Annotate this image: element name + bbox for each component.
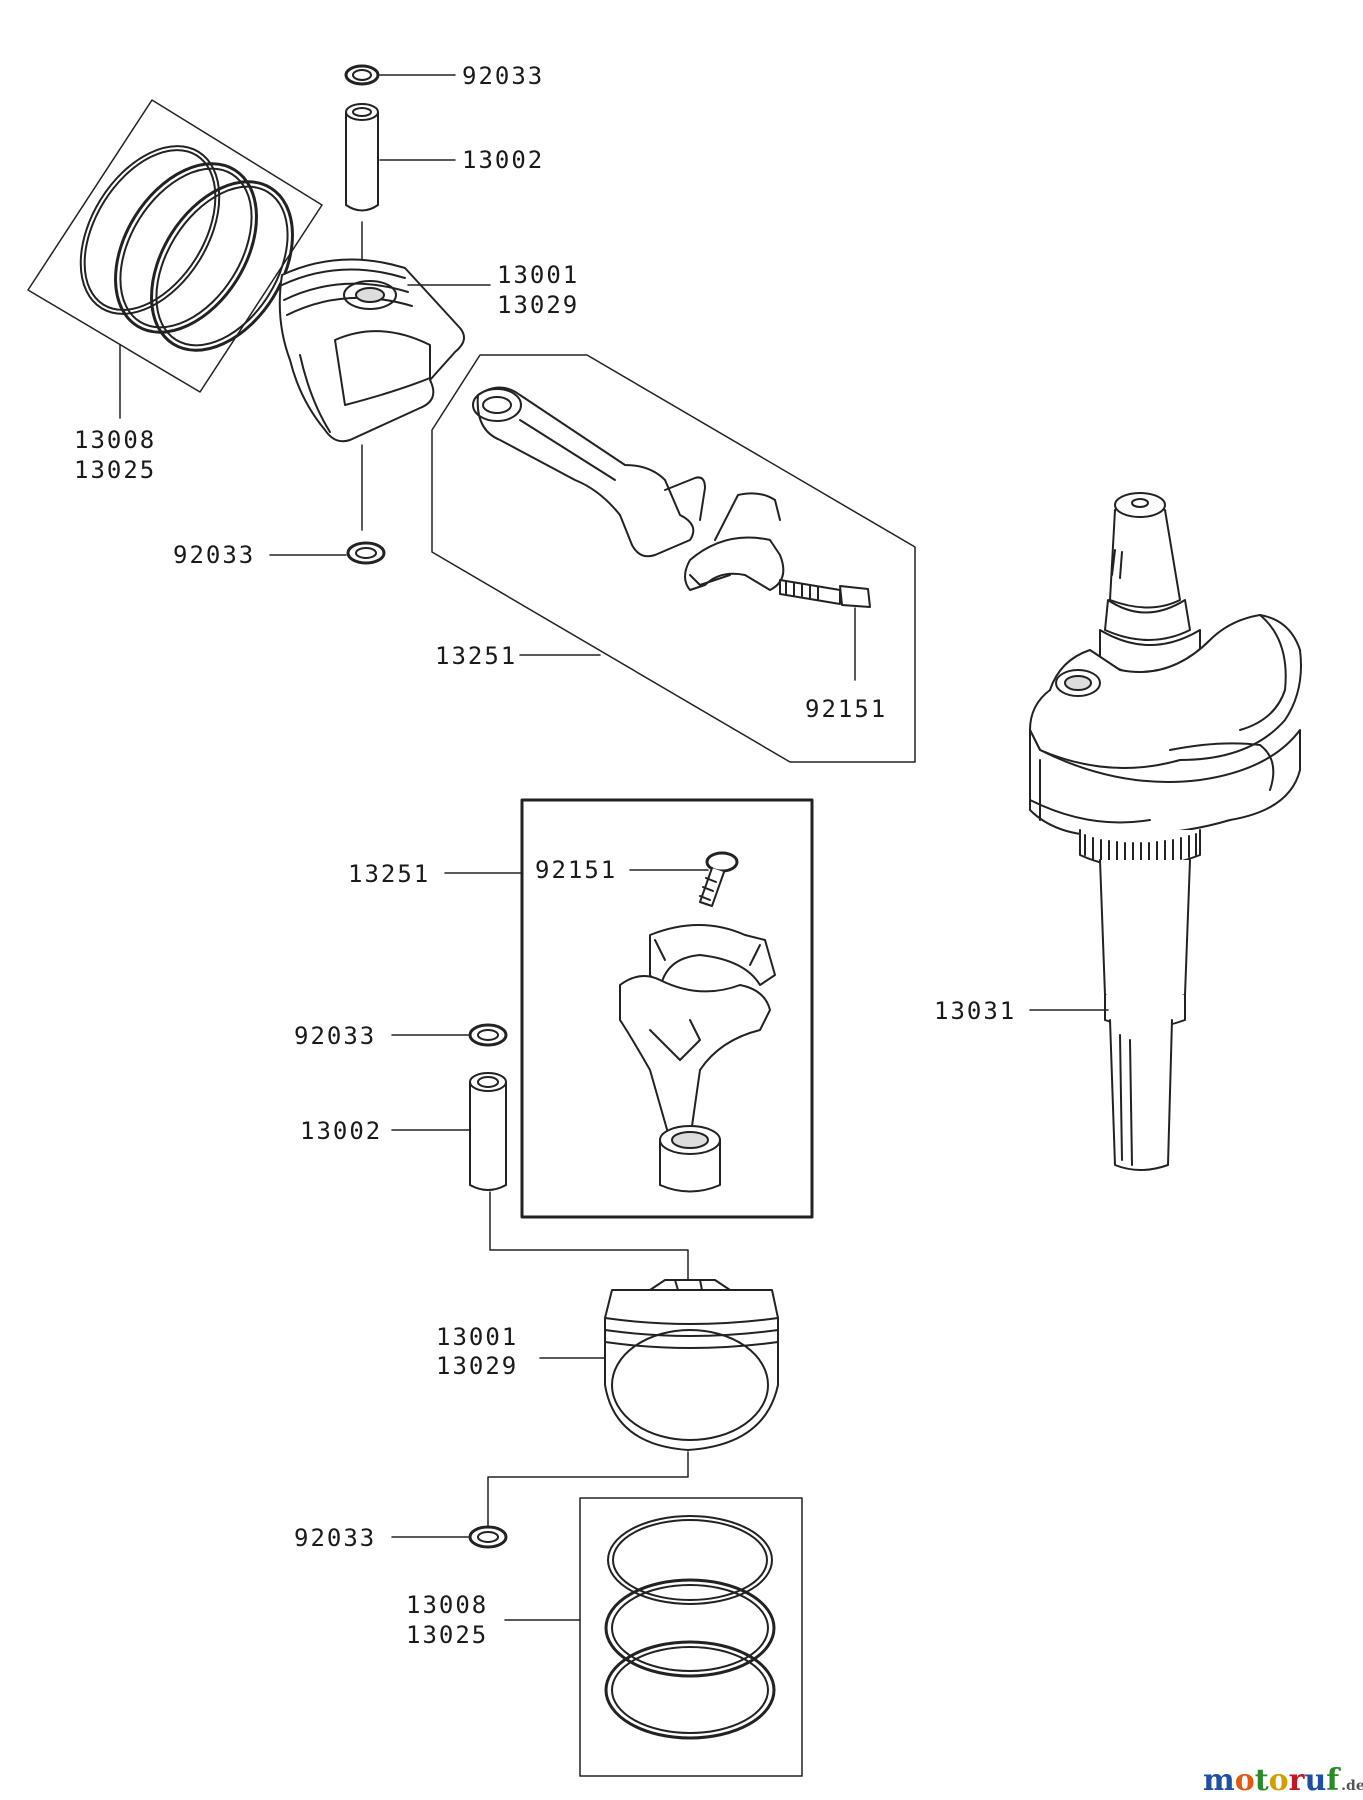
watermark-letter: u: [1304, 1763, 1326, 1798]
label-bottom-pin: 13002: [300, 1117, 382, 1145]
top-rod-assembly-box: [431, 354, 916, 763]
label-bottom-retainer: 92033: [294, 1022, 376, 1050]
bottom-piston-pin: [391, 1072, 689, 1281]
crankshaft: [1029, 492, 1302, 1171]
bottom-retainer-clip: [391, 1023, 508, 1047]
label-top-piston-a: 13001: [497, 261, 579, 289]
top-piston-pin: [345, 103, 456, 263]
watermark-letter: o: [1269, 1763, 1289, 1798]
bottom-lower-retainer-clip: [391, 1525, 508, 1549]
watermark-letter: o: [1235, 1763, 1255, 1798]
label-bottom-piston-a: 13001: [436, 1323, 518, 1351]
label-top-lower-retainer: 92033: [173, 541, 255, 569]
watermark-logo: motoruf.de: [1203, 1763, 1363, 1798]
top-lower-retainer-clip: [269, 541, 386, 565]
watermark-letter: t: [1255, 1763, 1269, 1798]
label-bottom-rings-b: 13025: [406, 1621, 488, 1649]
label-bottom-rings-a: 13008: [406, 1591, 488, 1619]
bottom-rod-assembly-box: [444, 798, 814, 1219]
label-top-rod-assy: 13251: [435, 642, 517, 670]
label-top-piston-b: 13029: [497, 291, 579, 319]
watermark-letter: r: [1289, 1763, 1306, 1798]
label-top-rod-bolt: 92151: [805, 695, 887, 723]
watermark-letter: f: [1326, 1763, 1341, 1798]
watermark-letter: m: [1203, 1763, 1235, 1798]
label-bottom-piston-b: 13029: [436, 1352, 518, 1380]
label-top-retainer: 92033: [462, 62, 544, 90]
label-top-rings-a: 13008: [74, 426, 156, 454]
label-bottom-rod-bolt: 92151: [535, 856, 617, 884]
label-top-rings-b: 13025: [74, 456, 156, 484]
bottom-rings-box: [504, 1497, 803, 1777]
top-rings-box: [27, 99, 323, 396]
top-piston: [278, 258, 491, 531]
label-top-pin: 13002: [462, 146, 544, 174]
label-crankshaft: 13031: [934, 997, 1016, 1025]
label-bottom-lower-retainer: 92033: [294, 1524, 376, 1552]
bottom-piston: [487, 1279, 779, 1531]
top-retainer-clip: [344, 64, 456, 86]
label-bottom-rod-assy: 13251: [348, 860, 430, 888]
